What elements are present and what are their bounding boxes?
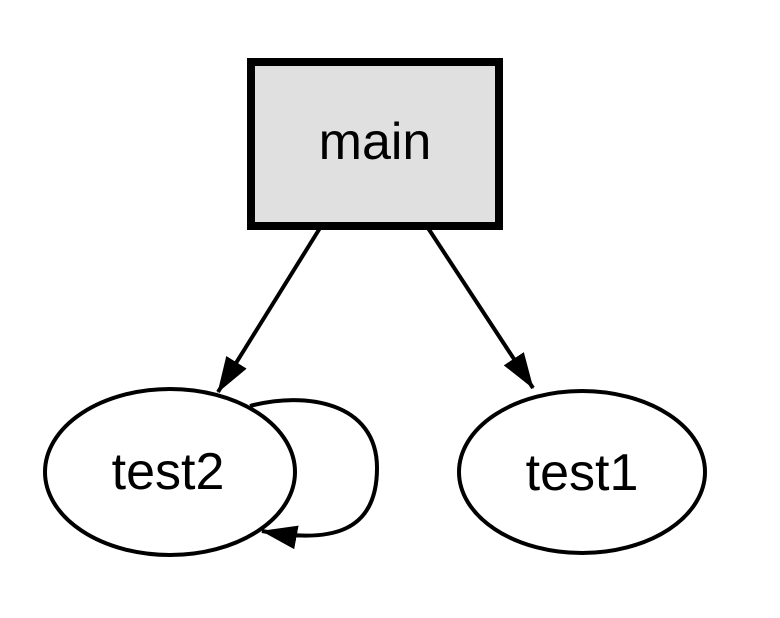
edge-main-to-test1 (426, 226, 535, 390)
node-test1-shape (457, 389, 707, 555)
node-main: main (247, 58, 503, 230)
node-main-label: main (319, 113, 432, 171)
edge-main-to-test2 (216, 226, 322, 394)
node-test2-shape (43, 387, 297, 557)
node-main-shape (247, 58, 503, 230)
edge-test2-self-loop (249, 398, 380, 550)
node-test2: test2 (43, 387, 297, 557)
node-test1-label: test1 (526, 444, 639, 502)
edge-main-to-test1-line (426, 226, 535, 390)
edge-main-to-test2-line (216, 226, 322, 394)
node-test1: test1 (457, 389, 707, 555)
edge-test2-self-loop-path (249, 398, 380, 550)
node-test2-label: test2 (112, 443, 225, 501)
